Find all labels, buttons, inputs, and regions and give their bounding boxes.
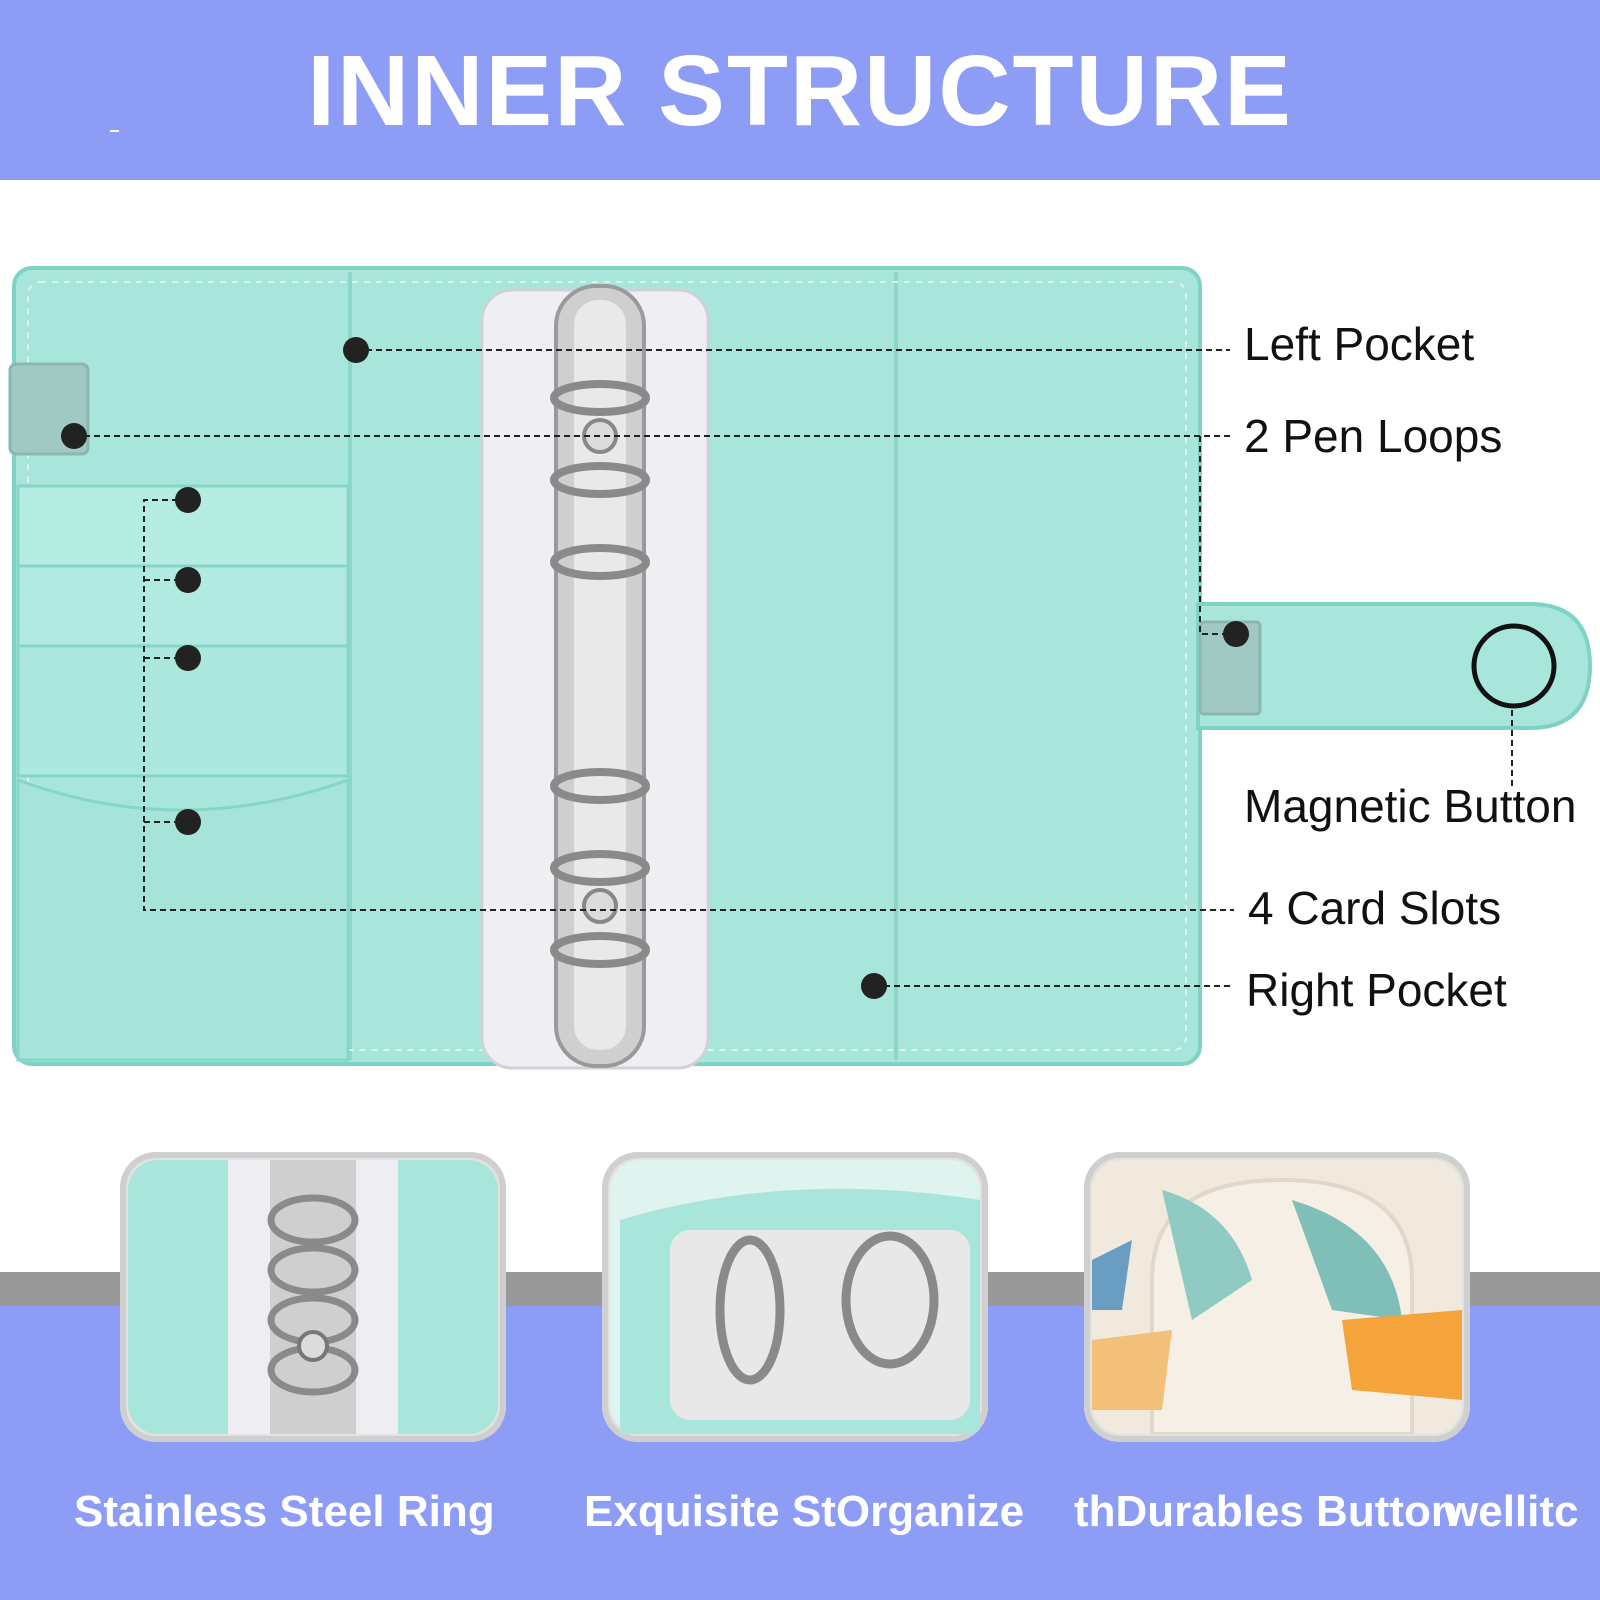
- callout-left-pocket: Left Pocket: [1244, 318, 1475, 370]
- header-dash: [110, 130, 119, 132]
- caption-storage: Exquisite StOrganize: [584, 1487, 1025, 1536]
- thumb-ring-detail: [120, 1152, 506, 1442]
- thumb-storage-detail: [602, 1152, 988, 1442]
- pen-loop-right: [1198, 620, 1262, 716]
- caption-ring: Stainless Steel Ring: [74, 1487, 495, 1536]
- caption-button: thDurables Button: [1074, 1487, 1458, 1536]
- header-banner: INNER STRUCTURE: [0, 0, 1600, 180]
- callout-magnetic-button: Magnetic Button: [1244, 780, 1577, 832]
- stitching: [27, 281, 1187, 1051]
- ring-detail-image: [128, 1160, 498, 1434]
- thumb-button-detail: [1084, 1152, 1470, 1442]
- ring-rivet-bottom: [582, 888, 618, 924]
- page-title: INNER STRUCTURE: [307, 35, 1293, 147]
- magnetic-button-icon: [1471, 623, 1557, 709]
- callout-card-slots: 4 Card Slots: [1248, 882, 1502, 934]
- callout-right-pocket: Right Pocket: [1246, 964, 1507, 1016]
- binder-diagram: [8, 266, 1593, 1070]
- storage-detail-image: [610, 1160, 980, 1434]
- callout-pen-loops: 2 Pen Loops: [1244, 410, 1503, 462]
- leader-lines: [74, 349, 1513, 987]
- caption-tail: wellitc: [1444, 1487, 1579, 1536]
- callout-dot-icon: [61, 337, 1249, 999]
- binder-rings: [550, 380, 650, 968]
- button-detail-image: [1092, 1160, 1462, 1434]
